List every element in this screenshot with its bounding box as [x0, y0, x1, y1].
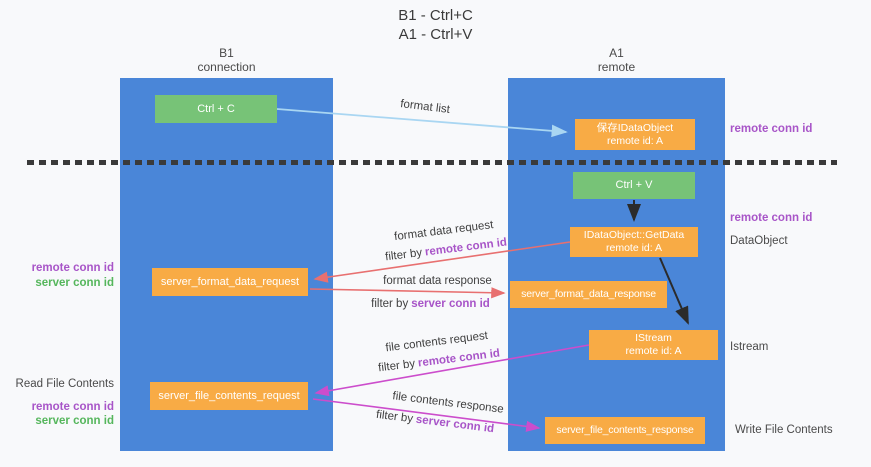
format-list-text: format list — [399, 98, 451, 116]
idataobject-getdata-node: IDataObject::GetData remote id: A — [570, 227, 698, 257]
format-response-label: server_format_data_response — [521, 288, 656, 300]
ctrl-v-label: Ctrl + V — [615, 179, 653, 191]
ctrl-c-node: Ctrl + C — [155, 95, 277, 123]
save-idataobject-line1: 保存IDataObject — [596, 121, 674, 134]
diagram-title: B1 - Ctrl+C A1 - Ctrl+V — [0, 6, 871, 44]
left-server-conn-id-bottom: server conn id — [35, 415, 114, 427]
right-istream-label: Istream — [730, 341, 769, 353]
ctrl-v-node: Ctrl + V — [573, 172, 695, 199]
server-file-contents-request-node: server_file_contents_request — [150, 382, 308, 410]
left-column-header: B1 connection — [120, 46, 333, 74]
istream-line1: IStream — [635, 332, 672, 344]
save-idataobject-line2: remote id: A — [606, 134, 664, 147]
title-line-1: B1 - Ctrl+C — [398, 7, 473, 24]
left-column-name: B1 — [219, 46, 234, 60]
filter-by-text: filter by — [371, 298, 409, 310]
filter-by-text: filter by — [375, 408, 414, 426]
left-remote-conn-id-bottom: remote conn id — [31, 401, 114, 413]
format-list-label: format list — [389, 94, 461, 121]
ctrl-c-label: Ctrl + C — [197, 102, 235, 115]
left-read-file-contents-label: Read File Contents — [15, 378, 114, 390]
right-column-header: A1 remote — [508, 46, 725, 74]
istream-node: IStream remote id: A — [589, 330, 718, 360]
left-column-subtitle: connection — [197, 60, 256, 74]
filter-by-text: filter by — [384, 246, 423, 264]
left-server-conn-id-top: server conn id — [35, 277, 114, 289]
format-request-label: server_format_data_request — [160, 275, 300, 288]
filter-by-text: filter by — [377, 357, 416, 375]
left-remote-conn-id-top: remote conn id — [31, 262, 114, 274]
getdata-line1: IDataObject::GetData — [583, 229, 685, 241]
phase-separator-dashed-line — [27, 160, 837, 165]
right-column-name: A1 — [609, 46, 624, 60]
save-idataobject-node: 保存IDataObject remote id: A — [575, 119, 695, 150]
format-data-response-label: format data response — [370, 272, 505, 291]
server-file-contents-response-node: server_file_contents_response — [545, 417, 705, 444]
istream-line2: remote id: A — [625, 345, 682, 357]
server-format-data-response-node: server_format_data_response — [510, 281, 667, 308]
getdata-line2: remote id: A — [605, 242, 663, 254]
format-data-response-text: format data response — [383, 275, 492, 287]
server-format-data-request-node: server_format_data_request — [152, 268, 308, 296]
right-remote-conn-id-mid: remote conn id — [730, 212, 813, 224]
right-remote-conn-id-top: remote conn id — [730, 123, 813, 135]
file-request-label: server_file_contents_request — [158, 389, 300, 402]
file-response-label: server_file_contents_response — [556, 424, 694, 436]
server-conn-id-key: server conn id — [411, 298, 490, 310]
title-line-2: A1 - Ctrl+V — [398, 26, 473, 43]
right-column-subtitle: remote — [597, 60, 636, 74]
right-dataobject-label: DataObject — [730, 235, 788, 247]
right-write-file-contents-label: Write File Contents — [735, 424, 833, 436]
